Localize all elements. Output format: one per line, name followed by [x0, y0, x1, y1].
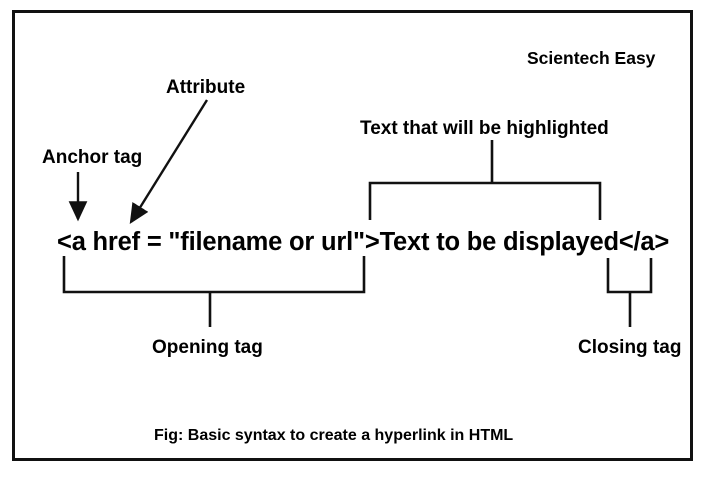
- bracket-opening-tag: [62, 256, 366, 294]
- label-closing-tag: Closing tag: [578, 337, 681, 358]
- bracket-closing-tag: [606, 258, 653, 294]
- bracket-highlighted-text: [368, 181, 602, 220]
- label-opening-tag: Opening tag: [152, 337, 263, 358]
- label-highlighted-text: Text that will be highlighted: [360, 118, 609, 139]
- label-attribute: Attribute: [166, 77, 245, 98]
- label-anchor-tag: Anchor tag: [42, 147, 142, 168]
- figure-border: [12, 10, 693, 461]
- figure-caption: Fig: Basic syntax to create a hyperlink …: [154, 427, 513, 444]
- connector-attribute: [129, 99, 209, 225]
- brand-watermark: Scientech Easy: [527, 48, 656, 68]
- code-line: <a href = "filename or url">Text to be d…: [57, 228, 669, 256]
